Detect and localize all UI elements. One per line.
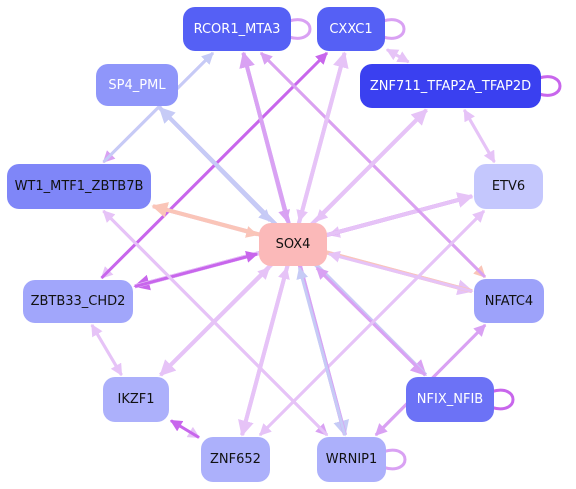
edge-wrnip1-sox4 <box>296 266 347 436</box>
node-label: WRNIP1 <box>325 452 378 467</box>
self-loop-wrnip1 <box>383 448 407 471</box>
self-loop-nfix <box>491 388 515 411</box>
edge-etv6-znf711 <box>463 108 496 163</box>
node-nfatc4[interactable]: NFATC4 <box>474 279 544 323</box>
node-label: ZNF711_TFAP2A_TFAP2D <box>369 78 532 94</box>
node-label: CXXC1 <box>329 21 373 37</box>
node-nfix[interactable]: NFIX_NFIB <box>406 377 494 422</box>
node-label: WT1_MTF1_ZBTB7B <box>14 179 144 194</box>
node-label: ETV6 <box>491 179 526 194</box>
node-label: SOX4 <box>275 237 311 252</box>
node-ikzf1[interactable]: IKZF1 <box>103 377 169 422</box>
node-znf652[interactable]: ZNF652 <box>201 437 270 482</box>
edge-znf711-cxxc1 <box>385 48 410 64</box>
node-etv6[interactable]: ETV6 <box>474 164 543 209</box>
node-sp4[interactable]: SP4_PML <box>96 64 178 106</box>
edge-znf652-sox4 <box>240 266 290 436</box>
edge-wt1-rcor1 <box>102 51 214 164</box>
edge-wrnip1-wt1 <box>102 209 329 437</box>
node-wt1[interactable]: WT1_MTF1_ZBTB7B <box>7 164 151 209</box>
node-label: NFATC4 <box>484 293 534 309</box>
edge-ikzf1-zbtb33 <box>90 323 123 376</box>
node-znf711[interactable]: ZNF711_TFAP2A_TFAP2D <box>360 64 541 108</box>
edge-nfix-sox4 <box>315 266 427 377</box>
node-sox4[interactable]: SOX4 <box>259 223 327 266</box>
node-wrnip1[interactable]: WRNIP1 <box>317 437 386 482</box>
edge-znf652-etv6 <box>258 209 486 437</box>
self-loop-rcor1 <box>288 18 312 40</box>
node-label: NFIX_NFIB <box>416 392 484 407</box>
edge-zbtb33-cxxc1 <box>100 51 329 280</box>
node-label: ZNF652 <box>210 452 261 467</box>
edge-zbtb33-sox4 <box>134 251 259 288</box>
node-label: IKZF1 <box>117 392 155 407</box>
node-rcor1[interactable]: RCOR1_MTA3 <box>183 7 291 51</box>
self-loop-cxxc1 <box>382 18 406 40</box>
edge-nfatc4-sox4 <box>327 250 473 293</box>
node-label: ZBTB33_CHD2 <box>30 294 126 309</box>
edge-znf652-ikzf1 <box>169 419 200 439</box>
node-zbtb33[interactable]: ZBTB33_CHD2 <box>23 280 133 323</box>
self-loop-znf711 <box>538 75 562 97</box>
node-label: RCOR1_MTA3 <box>193 21 281 37</box>
node-cxxc1[interactable]: CXXC1 <box>317 7 385 51</box>
node-label: SP4_PML <box>108 77 166 93</box>
